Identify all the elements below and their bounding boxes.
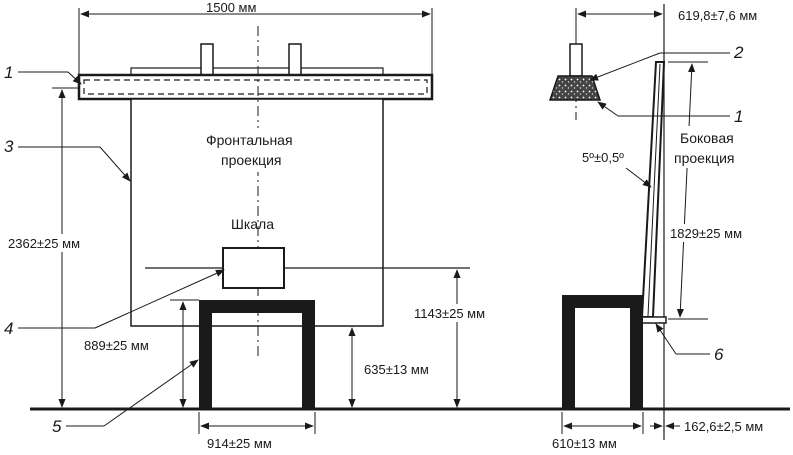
- label-bg: [668, 224, 768, 242]
- panel-side-height-dimension-line: [676, 63, 696, 318]
- label-bg: [362, 360, 460, 378]
- caption-bg: [670, 126, 748, 168]
- label-bg: [82, 336, 180, 354]
- top-stub-left: [200, 43, 214, 76]
- side-panel: [640, 61, 666, 318]
- leader-arrow: [589, 52, 661, 81]
- side-caption-line1: Боковая: [680, 130, 734, 146]
- callout-3: 3: [4, 137, 14, 156]
- callout-1-left: 1: [4, 63, 13, 82]
- top-stub-right: [288, 43, 302, 76]
- side-caption-line2: проекция: [674, 150, 734, 166]
- side-bracket: [639, 316, 667, 324]
- callout-2: 2: [733, 43, 744, 62]
- scale-caption: Шкала: [231, 216, 274, 232]
- leader-arrow: [99, 146, 131, 182]
- caption-bg: [202, 128, 312, 172]
- callout-6: 6: [714, 345, 724, 364]
- leader-arrow: [597, 101, 619, 117]
- front-seat: [199, 300, 315, 409]
- leader-arrow: [103, 359, 199, 427]
- leader-arrow: [655, 323, 677, 355]
- callout-4: 4: [4, 319, 13, 338]
- scale-height-label: 1143±25 мм: [414, 306, 485, 321]
- front-caption-line2: проекция: [221, 152, 281, 168]
- leader-arrow: [94, 269, 225, 329]
- tilt-angle-label: 5º±0,5º: [582, 150, 624, 165]
- seat-width-front-label: 914±25 мм: [207, 436, 272, 451]
- callout-5: 5: [52, 417, 62, 436]
- leader-arrow: [67, 71, 82, 85]
- side-beam-block: [548, 75, 602, 101]
- height-total-label: 2362±25 мм: [8, 236, 80, 251]
- seat-height-label: 889±25 мм: [84, 338, 149, 353]
- panel-side-height-label: 1829±25 мм: [670, 226, 742, 241]
- tilt-angle-arrow: [625, 167, 652, 188]
- side-stub: [569, 43, 583, 77]
- label-bg: [6, 234, 110, 252]
- front-caption-line1: Фронтальная: [206, 132, 293, 148]
- scale-box: [222, 247, 285, 289]
- label-bg: [412, 304, 506, 322]
- side-panel-inner: [647, 63, 661, 317]
- panel-bottom-label: 635±13 мм: [364, 362, 429, 377]
- callout-1-right: 1: [734, 107, 743, 126]
- width-total-label: 1500 мм: [206, 0, 256, 15]
- top-beam-inner: [83, 79, 428, 95]
- seat-width-side-label: 610±13 мм: [552, 436, 617, 451]
- top-beam: [77, 73, 434, 101]
- side-seat: [562, 295, 643, 409]
- side-offset-bottom-label: 162,6±2,5 мм: [684, 419, 763, 434]
- side-offset-top-label: 619,8±7,6 мм: [678, 8, 757, 23]
